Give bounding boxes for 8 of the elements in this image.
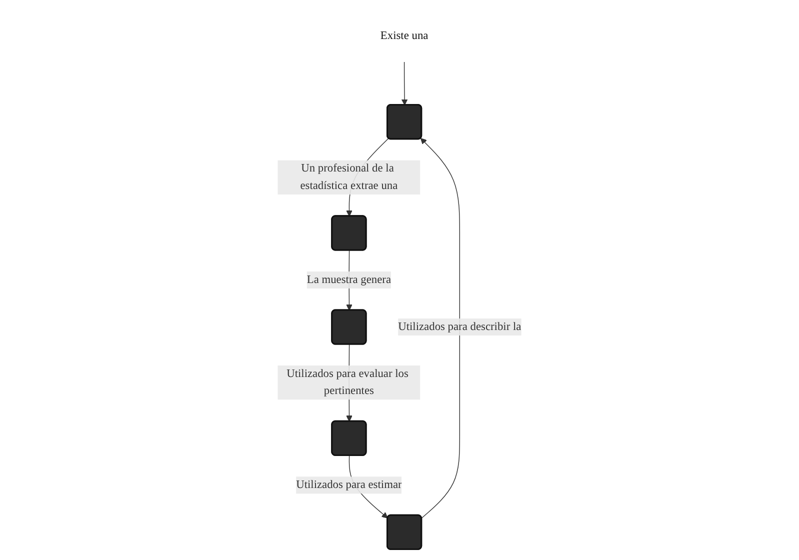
arrow (401, 62, 408, 106)
node-text: Existe una (380, 30, 428, 42)
edge-label: Utilizados para estimar (296, 478, 402, 491)
arrow (420, 138, 460, 518)
edge-label: Un profesional de la estadística extrae una (300, 162, 398, 192)
edge-label: Utilizados para evaluar los pertinentes (286, 368, 408, 397)
edge-label: La muestra genera (306, 274, 392, 286)
edge-label: Utilizados para describir la (398, 320, 522, 333)
